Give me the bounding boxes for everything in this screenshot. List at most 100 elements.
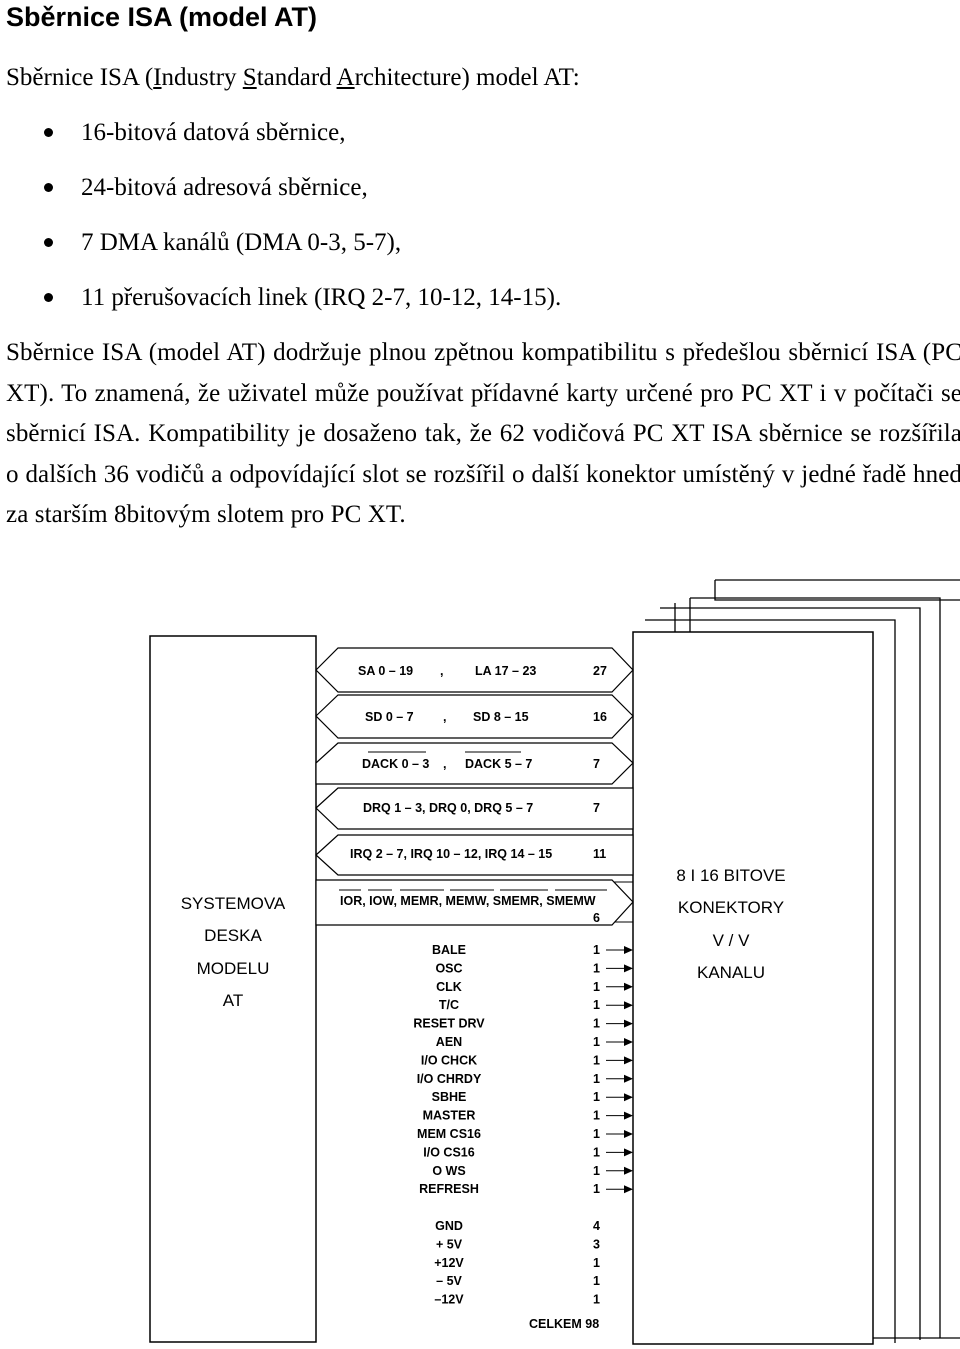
signal-count: 1 xyxy=(593,961,600,975)
signal-label: – 5V xyxy=(436,1274,462,1288)
arrow-head-icon xyxy=(624,964,633,973)
signal-count: 1 xyxy=(593,943,600,957)
intro-text: Sběrnice ISA ( xyxy=(6,64,154,91)
signal-label: AEN xyxy=(436,1035,462,1049)
body-paragraph: Sběrnice ISA (model AT) dodržuje plnou z… xyxy=(6,339,960,529)
bus-count: 27 xyxy=(593,664,607,678)
signal-count: 1 xyxy=(593,1145,600,1159)
arrow-head-icon xyxy=(624,982,633,991)
bullet-icon xyxy=(44,128,53,137)
signal-label: + 5V xyxy=(436,1237,463,1251)
arrow-head-icon xyxy=(624,1019,633,1028)
bus-label-separator: , xyxy=(443,757,446,771)
arrow-head-icon xyxy=(624,1038,633,1046)
signal-count: 1 xyxy=(593,998,600,1012)
arrow-head-icon xyxy=(624,1093,633,1102)
io-control-bus-arrow xyxy=(315,879,634,926)
drq-bus-arrow xyxy=(315,787,634,830)
connector-label-line: KONEKTORY xyxy=(678,898,784,917)
signal-label: SBHE xyxy=(432,1090,467,1104)
system-board-label-line: MODELU xyxy=(197,959,270,978)
signal-label: CLK xyxy=(436,980,462,994)
signal-count: 1 xyxy=(593,1017,600,1031)
signal-label: MEM CS16 xyxy=(417,1127,481,1141)
io-connector-box xyxy=(632,631,874,1345)
signal-count: 1 xyxy=(593,1164,600,1178)
signal-label: O WS xyxy=(432,1164,465,1178)
signal-label: BALE xyxy=(432,943,466,957)
signal-count: 1 xyxy=(593,1127,600,1141)
list-item-text: 7 DMA kanálů (DMA 0-3, 5-7), xyxy=(81,229,402,256)
intro-text: ndustry xyxy=(161,64,243,91)
feature-list: 16-bitová datová sběrnice, 24-bitová adr… xyxy=(0,112,561,332)
connector-card-edge xyxy=(645,619,896,1343)
total-count: CELKEM 98 xyxy=(529,1317,599,1331)
connector-card-edge xyxy=(714,580,960,601)
intro-text: tandard xyxy=(256,64,337,91)
signal-count: 1 xyxy=(593,1182,600,1196)
signal-label: OSC xyxy=(435,961,462,975)
bus-label: SD 0 – 7 xyxy=(365,710,414,724)
arrow-head-icon xyxy=(624,1148,633,1157)
bus-label: SA 0 – 19 xyxy=(358,664,413,678)
bus-count: 11 xyxy=(593,847,606,861)
connector-label-line: KANALU xyxy=(697,963,765,982)
bullet-icon xyxy=(44,238,53,247)
signal-label: GND xyxy=(435,1219,463,1233)
bus-label: DACK 0 – 3 xyxy=(362,757,429,771)
arrow-head-icon xyxy=(624,1056,633,1065)
intro-underlined-letter: I xyxy=(153,64,162,91)
bus-label: IOR, IOW, MEMR, MEMW, SMEMR, SMEMW xyxy=(340,894,596,908)
bus-count: 16 xyxy=(593,710,607,724)
signal-label: I/O CS16 xyxy=(423,1145,474,1159)
arrow-head-icon xyxy=(624,1185,633,1194)
data-bus-arrow xyxy=(315,694,634,739)
signal-count: 4 xyxy=(593,1219,600,1233)
signal-label: +12V xyxy=(434,1256,464,1270)
bus-label-separator: , xyxy=(443,710,446,724)
bus-label: SD 8 – 15 xyxy=(473,710,529,724)
connector-card-edge xyxy=(690,597,941,1338)
system-board-label-line: AT xyxy=(223,991,243,1010)
signal-count: 1 xyxy=(593,1109,600,1123)
signal-count: 1 xyxy=(593,1256,600,1270)
system-board-label-line: SYSTEMOVA xyxy=(181,894,286,913)
bus-label: IRQ 2 – 7, IRQ 10 – 12, IRQ 14 – 15 xyxy=(350,847,552,861)
signal-count: 1 xyxy=(593,1090,600,1104)
bullet-icon xyxy=(44,183,53,192)
list-item-text: 24-bitová adresová sběrnice, xyxy=(81,174,368,201)
intro-underlined-letter: S xyxy=(242,64,257,91)
signal-label: MASTER xyxy=(423,1109,476,1123)
list-item: 7 DMA kanálů (DMA 0-3, 5-7), xyxy=(0,222,561,277)
bus-label: LA 17 – 23 xyxy=(475,664,536,678)
bus-label-separator: , xyxy=(440,664,443,678)
signal-count: 1 xyxy=(593,1035,600,1049)
signal-count: 1 xyxy=(593,980,600,994)
signal-count: 3 xyxy=(593,1237,600,1251)
bus-label: DACK 5 – 7 xyxy=(465,757,532,771)
list-item: 11 přerušovacích linek (IRQ 2-7, 10-12, … xyxy=(0,277,561,332)
signal-count: 1 xyxy=(593,1293,600,1307)
page-title: Sběrnice ISA (model AT) xyxy=(6,2,318,32)
signal-label: I/O CHCK xyxy=(421,1053,477,1067)
connector-card-edge xyxy=(660,607,921,1340)
bullet-icon xyxy=(44,293,53,302)
signal-label: I/O CHRDY xyxy=(417,1072,482,1086)
address-bus-arrow xyxy=(315,647,634,693)
list-item-text: 11 přerušovacích linek (IRQ 2-7, 10-12, … xyxy=(81,284,562,311)
signal-label: RESET DRV xyxy=(413,1017,485,1031)
signal-label: –12V xyxy=(434,1293,464,1307)
intro-underlined-letter: A xyxy=(336,64,355,91)
irq-bus-arrow xyxy=(315,834,634,876)
list-item: 24-bitová adresová sběrnice, xyxy=(0,167,561,222)
signal-count: 1 xyxy=(593,1053,600,1067)
system-board-box xyxy=(149,635,317,1343)
arrow-head-icon xyxy=(624,1111,633,1120)
connector-label-line: V / V xyxy=(713,931,751,950)
system-board-label-line: DESKA xyxy=(204,926,262,945)
intro-line: Sběrnice ISA (Industry Standard Architec… xyxy=(6,60,580,96)
